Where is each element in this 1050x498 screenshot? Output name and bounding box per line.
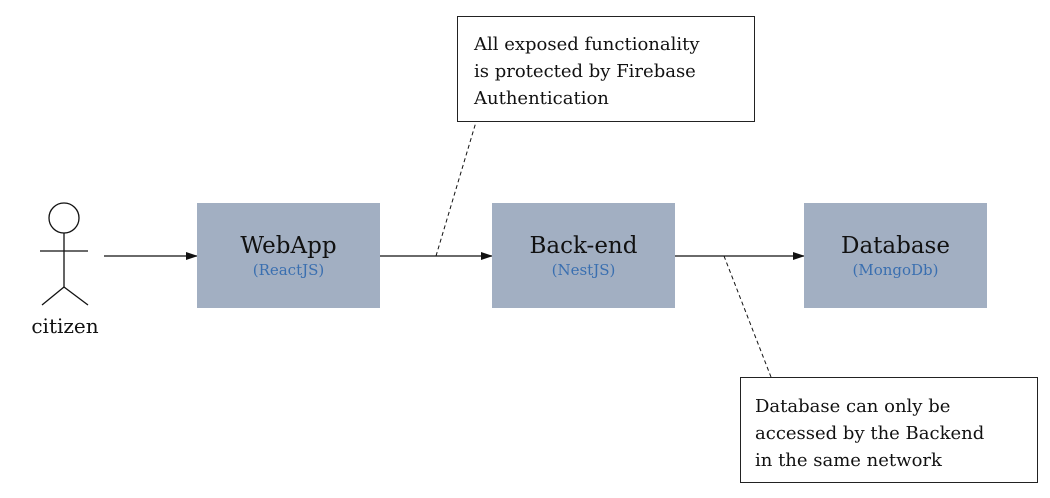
- note-line: Authentication: [474, 88, 609, 109]
- note-connector-auth: [435, 121, 477, 257]
- note-line: Database can only be: [755, 396, 951, 417]
- component-title: Database: [841, 232, 950, 259]
- note-line: All exposed functionality: [474, 34, 700, 55]
- note-authentication: All exposed functionality is protected b…: [457, 16, 755, 122]
- component-tech: (NestJS): [551, 260, 616, 279]
- note-line: accessed by the Backend: [755, 423, 985, 444]
- component-tech: (MongoDb): [852, 260, 939, 279]
- note-network: Database can only be accessed by the Bac…: [740, 377, 1038, 483]
- actor-label: citizen: [31, 314, 99, 338]
- component-database: Database (MongoDb): [804, 203, 987, 308]
- note-connector-network: [723, 255, 772, 378]
- component-webapp: WebApp (ReactJS): [197, 203, 380, 308]
- component-title: Back-end: [529, 232, 638, 259]
- component-title: WebApp: [240, 232, 337, 259]
- note-line: is protected by Firebase: [474, 61, 696, 82]
- component-backend: Back-end (NestJS): [492, 203, 675, 308]
- note-line: in the same network: [755, 450, 942, 471]
- component-tech: (ReactJS): [252, 260, 325, 279]
- actor-stick-figure-icon: [40, 202, 89, 306]
